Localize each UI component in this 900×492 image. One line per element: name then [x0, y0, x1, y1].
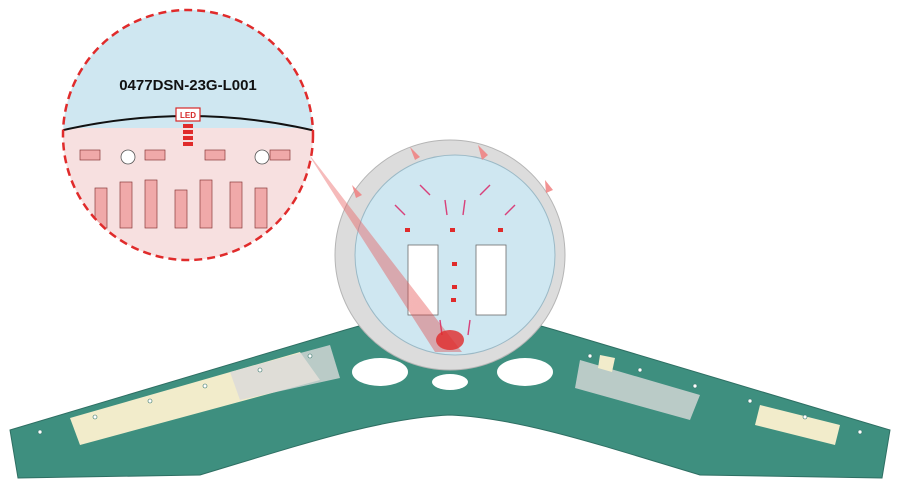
fixture-id-label: 0477DSN-23G-L001	[119, 77, 257, 94]
led-fixture-highlight	[436, 330, 464, 350]
callout-seat-rows	[79, 149, 291, 229]
led-tag-label: LED	[180, 111, 196, 120]
led-icon	[183, 124, 193, 146]
wing-zones	[70, 345, 840, 445]
led-tag: LED	[175, 107, 201, 122]
hub-red-markers	[405, 228, 503, 302]
hub-lower-cutouts	[352, 358, 553, 390]
callout-pillars	[120, 149, 270, 165]
gate-markers	[37, 353, 863, 435]
hub-top-signals	[352, 145, 553, 198]
